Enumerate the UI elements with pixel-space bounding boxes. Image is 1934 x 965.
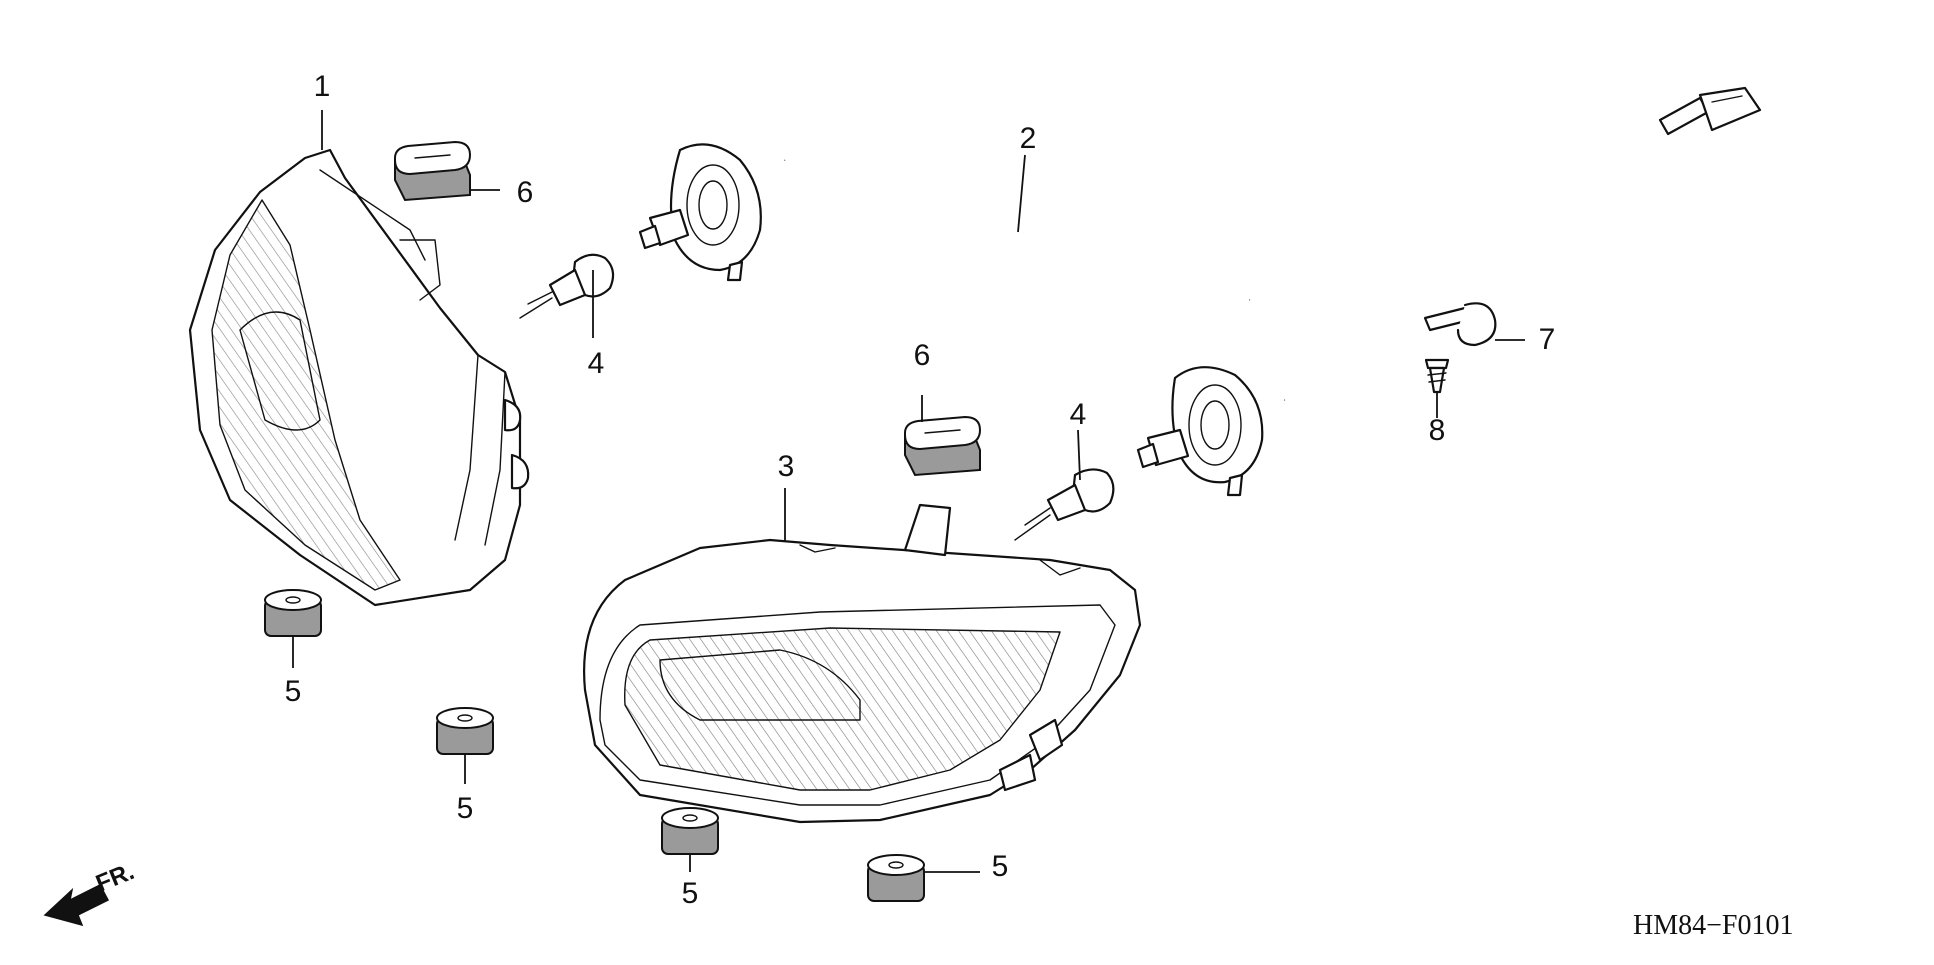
callout-3: 3: [778, 450, 795, 483]
callout-6-lower: 6: [914, 339, 931, 372]
front-direction-indicator: FR.: [43, 858, 138, 927]
callout-5-c: 5: [682, 877, 699, 910]
callout-2: 2: [1020, 122, 1037, 155]
wiring-harness: [638, 86, 1762, 497]
callout-labels: 1 2 3 4 4 5 5 5 5 6 6 7 8: [285, 70, 1556, 910]
grommet-rect-lower: [904, 415, 982, 477]
front-label: FR.: [92, 858, 138, 898]
front-arrow-icon: [43, 884, 110, 927]
callout-4-upper: 4: [588, 347, 605, 380]
grommet-round-2: [436, 707, 494, 755]
grommet-rect-upper: [394, 140, 472, 202]
callout-8: 8: [1429, 414, 1446, 447]
grommet-round-4: [867, 854, 925, 902]
left-headlight: [188, 148, 530, 607]
drawing-code: HM84−F0101: [1633, 910, 1793, 941]
harness-clip: [1423, 302, 1497, 347]
callout-1: 1: [314, 70, 331, 103]
callout-5-a: 5: [285, 675, 302, 708]
callout-7: 7: [1539, 323, 1556, 356]
bulb-upper: [519, 253, 615, 319]
grommet-round-1: [264, 589, 322, 637]
bulb-lower: [1014, 468, 1115, 541]
right-headlight: [583, 503, 1142, 824]
grommet-round-3: [661, 807, 719, 855]
callout-6-upper: 6: [517, 176, 534, 209]
callout-5-d: 5: [992, 850, 1009, 883]
callout-5-b: 5: [457, 792, 474, 825]
callout-4-lower: 4: [1070, 398, 1087, 431]
screw: [1424, 358, 1450, 394]
leader-lines: [292, 110, 1525, 873]
